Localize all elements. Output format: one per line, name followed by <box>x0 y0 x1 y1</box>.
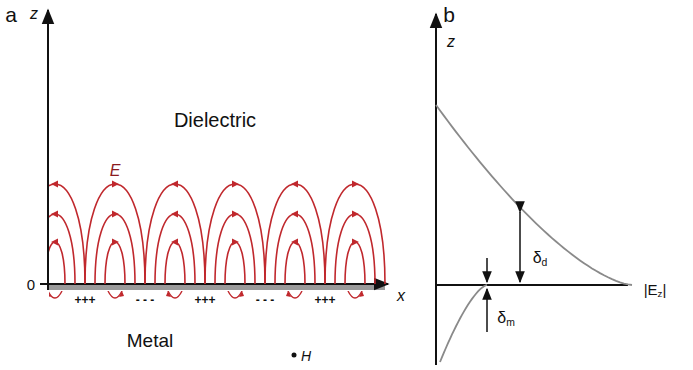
horizontal-axis <box>436 284 628 286</box>
field-arrow <box>232 239 239 246</box>
field-arrow <box>112 211 119 218</box>
axis-label: z <box>30 6 38 22</box>
field-line <box>105 242 125 284</box>
field-arrow <box>112 239 119 246</box>
charge-label: +++ <box>194 294 215 306</box>
field-arrow <box>352 211 359 218</box>
field-arrow <box>359 291 364 297</box>
field-line <box>95 214 135 284</box>
field-arrow <box>119 291 124 297</box>
axis-label: x <box>397 288 405 304</box>
region-label: Metal <box>127 331 173 350</box>
field-arrow <box>352 239 359 246</box>
field-lines <box>25 181 385 299</box>
origin-label: 0 <box>27 277 35 292</box>
field-line <box>325 184 385 284</box>
field-arrow <box>286 291 291 297</box>
decay-length-label: δd <box>533 250 548 266</box>
field-arrow <box>51 181 58 188</box>
field-line <box>85 184 145 284</box>
field-arrow <box>49 291 51 297</box>
field-arrow <box>112 181 119 188</box>
delta-m-arrow <box>486 258 488 282</box>
field-arrow <box>51 239 58 246</box>
field-line <box>225 242 245 284</box>
field-arrow <box>239 291 244 297</box>
charge-label: +++ <box>314 294 335 306</box>
field-line <box>345 242 365 284</box>
field-decay-curve <box>440 285 487 362</box>
decay-length-label: δm <box>497 310 515 326</box>
field-line <box>155 214 195 284</box>
charge-label: - - - <box>136 294 155 306</box>
charge-label: +++ <box>74 294 95 306</box>
z-axis <box>435 14 437 365</box>
field-label: H <box>301 349 311 363</box>
field-arrow <box>291 181 298 188</box>
field-arrow <box>291 239 298 246</box>
field-decay-curve <box>436 105 632 285</box>
field-arrow <box>352 181 359 188</box>
field-arrow <box>232 181 239 188</box>
field-line <box>165 242 185 284</box>
field-line <box>205 184 265 284</box>
h-field-dot <box>292 353 297 358</box>
panel-letter: b <box>443 4 455 25</box>
surface-current <box>228 291 242 298</box>
field-arrow <box>171 239 178 246</box>
field-line <box>215 214 255 284</box>
field-arrow <box>171 211 178 218</box>
axis-label: z <box>447 34 455 50</box>
field-line <box>49 184 85 284</box>
surface-current <box>288 291 302 298</box>
delta-m-arrow <box>486 289 488 332</box>
field-arrow <box>291 211 298 218</box>
panel-letter: a <box>5 4 17 25</box>
field-arrow <box>166 291 171 297</box>
field-line <box>275 214 315 284</box>
field-arrow <box>171 181 178 188</box>
charge-label: - - - <box>256 294 275 306</box>
field-line <box>265 184 325 284</box>
decay-curves <box>436 105 632 362</box>
surface-current <box>348 291 362 298</box>
field-label: E <box>110 163 121 179</box>
field-line <box>145 184 205 284</box>
delta-d-arrow <box>519 212 521 282</box>
z-axis <box>47 10 49 290</box>
field-line <box>49 242 65 284</box>
axis-label: |Ez| <box>644 282 667 297</box>
surface-current <box>168 291 182 298</box>
field-arrow <box>232 211 239 218</box>
surface-current <box>108 291 122 298</box>
field-line <box>49 214 75 284</box>
region-label: Dielectric <box>174 110 256 130</box>
field-arrow <box>51 211 58 218</box>
field-line <box>285 242 305 284</box>
field-line <box>335 214 375 284</box>
